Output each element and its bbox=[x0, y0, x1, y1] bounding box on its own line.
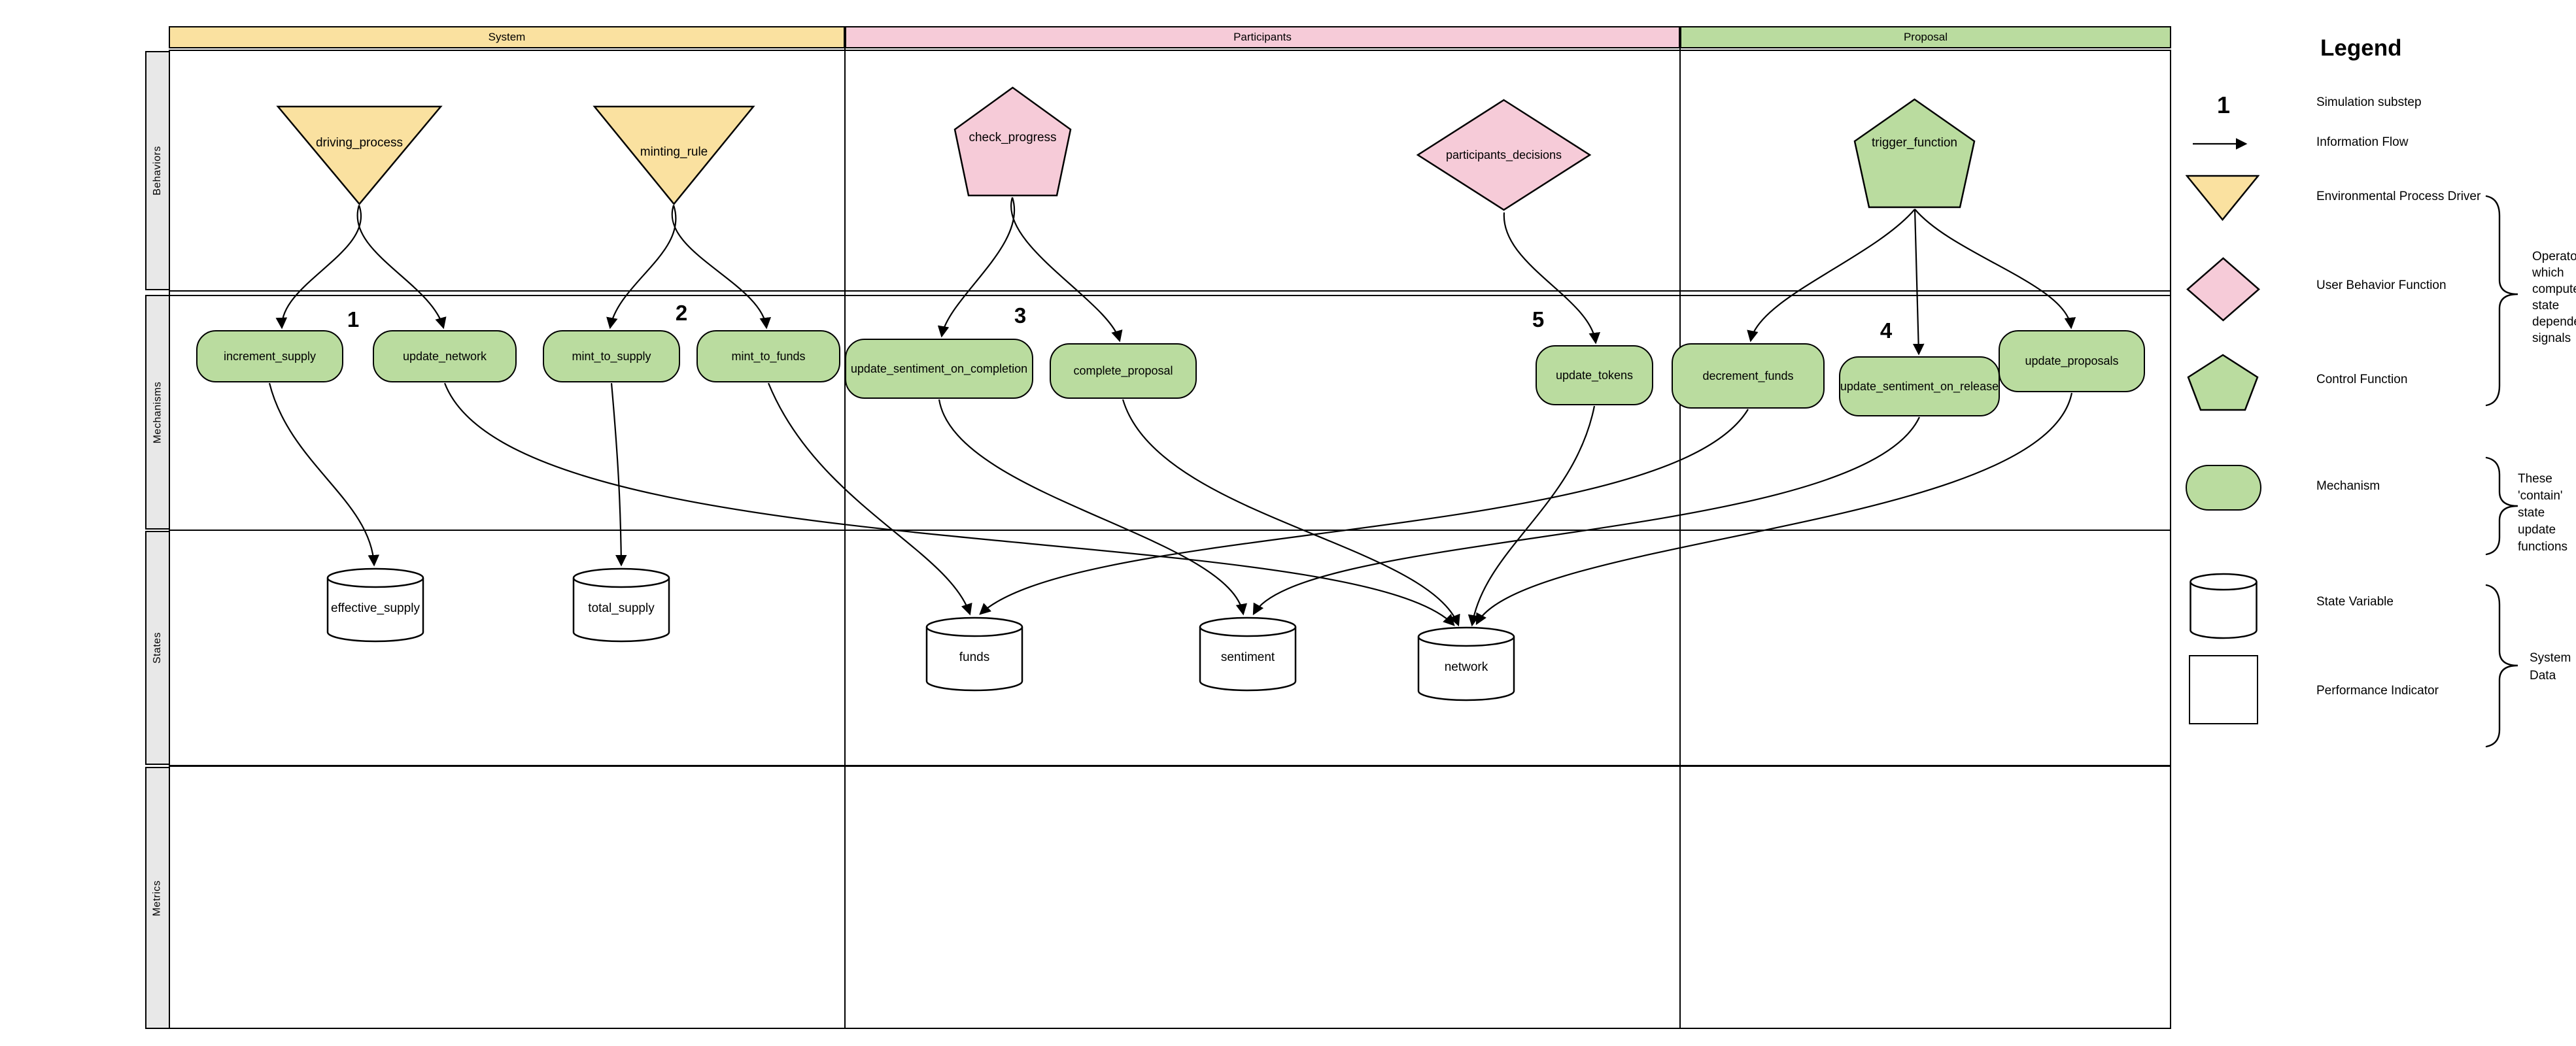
lane-behaviors: Behaviors bbox=[145, 51, 170, 290]
legend-item-user-behavior-function: User Behavior Function bbox=[2316, 278, 2447, 292]
lane-behaviors-label: Behaviors bbox=[152, 146, 163, 195]
diamond-icon bbox=[2186, 257, 2260, 322]
lane-states: States bbox=[145, 531, 170, 765]
node-decrement-funds: decrement_funds bbox=[1672, 343, 1825, 409]
legend-user-behavior-function-icon bbox=[2186, 257, 2260, 325]
node-label: trigger_function bbox=[1872, 136, 1957, 150]
legend-note-mechanism: These 'contain' state update functions bbox=[2518, 472, 2568, 554]
node-total-supply: total_supply bbox=[572, 567, 670, 643]
legend-control-function-icon bbox=[2187, 354, 2259, 414]
row-divider-behaviors-mechanisms-b bbox=[169, 295, 2171, 296]
node-label: sentiment bbox=[1220, 650, 1275, 664]
node-participants-decisions: participants_decisions bbox=[1416, 98, 1592, 212]
node-funds: funds bbox=[925, 616, 1023, 692]
legend-brace-mechanism bbox=[2485, 456, 2518, 556]
node-mint-to-funds: mint_to_funds bbox=[696, 330, 840, 382]
node-update-sentiment-on-release: update_sentiment_on_release bbox=[1839, 356, 2000, 416]
node-label: update_sentiment_on_release bbox=[1840, 379, 1999, 393]
node-label: driving_process bbox=[315, 136, 404, 150]
lane-metrics: Metrics bbox=[145, 767, 170, 1029]
node-update-proposals: update_proposals bbox=[1999, 330, 2145, 392]
node-trigger-function: trigger_function bbox=[1853, 98, 1976, 209]
legend-item-state-variable: State Variable bbox=[2316, 595, 2394, 609]
triangle-down-icon bbox=[276, 105, 443, 205]
node-label: update_sentiment_on_completion bbox=[850, 362, 1028, 375]
legend-state-variable-icon bbox=[2190, 573, 2258, 643]
node-label: funds bbox=[959, 650, 990, 664]
legend-note-functions: Operators which compute state dependent … bbox=[2532, 250, 2576, 345]
cylinder-icon bbox=[2190, 573, 2258, 639]
node-label: update_proposals bbox=[2025, 354, 2119, 367]
column-header-participants-label: Participants bbox=[1233, 31, 1292, 43]
node-minting-rule: minting_rule bbox=[592, 105, 755, 206]
substep-5: 5 bbox=[1532, 307, 1545, 331]
node-label: network bbox=[1444, 660, 1488, 674]
row-divider-states-metrics bbox=[169, 765, 2171, 767]
column-header-proposal: Proposal bbox=[1680, 26, 2171, 48]
legend-item-environmental-process-driver: Environmental Process Driver bbox=[2316, 190, 2481, 203]
cylinder-icon bbox=[1417, 626, 1515, 701]
row-divider-mechanisms-states bbox=[169, 530, 2171, 531]
node-complete-proposal: complete_proposal bbox=[1050, 343, 1197, 399]
node-label: participants_decisions bbox=[1445, 148, 1562, 161]
pentagon-icon bbox=[1853, 98, 1976, 209]
node-driving-process: driving_process bbox=[276, 105, 443, 206]
node-check-progress: check_progress bbox=[953, 86, 1072, 197]
legend-substep-symbol: 1 bbox=[2216, 92, 2231, 118]
node-effective-supply: effective_supply bbox=[326, 567, 424, 643]
node-label: update_tokens bbox=[1555, 368, 1634, 382]
legend-note-system-data: System Data bbox=[2530, 651, 2571, 683]
lane-mechanisms-label: Mechanisms bbox=[152, 381, 163, 443]
node-label: total_supply bbox=[588, 601, 655, 615]
legend-item-mechanism: Mechanism bbox=[2316, 479, 2380, 493]
column-header-system: System bbox=[169, 26, 845, 48]
node-label: update_network bbox=[402, 349, 487, 363]
node-update-sentiment-on-completion: update_sentiment_on_completion bbox=[845, 339, 1033, 399]
node-label: effective_supply bbox=[331, 601, 420, 615]
node-label: complete_proposal bbox=[1073, 364, 1173, 377]
pentagon-icon bbox=[953, 86, 1072, 197]
substep-1: 1 bbox=[347, 307, 360, 331]
legend-item-information-flow: Information Flow bbox=[2316, 135, 2409, 149]
legend-performance-indicator-icon bbox=[2189, 655, 2258, 724]
legend-item-control-function: Control Function bbox=[2316, 373, 2408, 386]
node-label: mint_to_funds bbox=[731, 349, 806, 363]
node-update-network: update_network bbox=[373, 330, 517, 382]
column-divider-participants-proposal bbox=[1679, 26, 1681, 1029]
column-header-system-label: System bbox=[488, 31, 526, 43]
legend-brace-functions bbox=[2485, 195, 2518, 407]
legend-item-simulation-substep: Simulation substep bbox=[2316, 95, 2422, 109]
pentagon-icon bbox=[2187, 354, 2259, 411]
substep-3: 3 bbox=[1014, 303, 1027, 328]
node-update-tokens: update_tokens bbox=[1536, 345, 1653, 405]
legend-item-performance-indicator: Performance Indicator bbox=[2316, 684, 2439, 698]
lane-mechanisms: Mechanisms bbox=[145, 295, 170, 530]
lane-states-label: States bbox=[152, 632, 163, 664]
row-divider-behaviors-mechanisms-a bbox=[169, 290, 2171, 292]
legend-title: Legend bbox=[2320, 35, 2402, 61]
node-label: mint_to_supply bbox=[572, 349, 651, 363]
node-label: check_progress bbox=[969, 131, 1057, 144]
column-header-proposal-label: Proposal bbox=[1903, 31, 1948, 43]
diamond-icon bbox=[1416, 99, 1592, 211]
triangle-down-icon bbox=[2185, 175, 2260, 221]
lane-metrics-label: Metrics bbox=[152, 879, 163, 917]
substep-4: 4 bbox=[1880, 318, 1893, 343]
column-header-participants: Participants bbox=[845, 26, 1680, 48]
legend-brace-system-data bbox=[2485, 584, 2518, 748]
column-divider-system-participants bbox=[844, 26, 846, 1029]
legend-mechanism-icon bbox=[2186, 465, 2261, 511]
triangle-down-icon bbox=[592, 105, 755, 205]
cylinder-icon bbox=[326, 567, 424, 643]
node-increment-supply: increment_supply bbox=[196, 330, 343, 382]
node-label: minting_rule bbox=[640, 145, 708, 159]
node-sentiment: sentiment bbox=[1199, 616, 1297, 692]
legend-environmental-process-driver-icon bbox=[2185, 175, 2260, 224]
substep-2: 2 bbox=[675, 301, 688, 325]
node-label: increment_supply bbox=[223, 349, 317, 363]
node-network: network bbox=[1417, 626, 1515, 701]
node-label: decrement_funds bbox=[1702, 369, 1794, 382]
node-mint-to-supply: mint_to_supply bbox=[543, 330, 680, 382]
